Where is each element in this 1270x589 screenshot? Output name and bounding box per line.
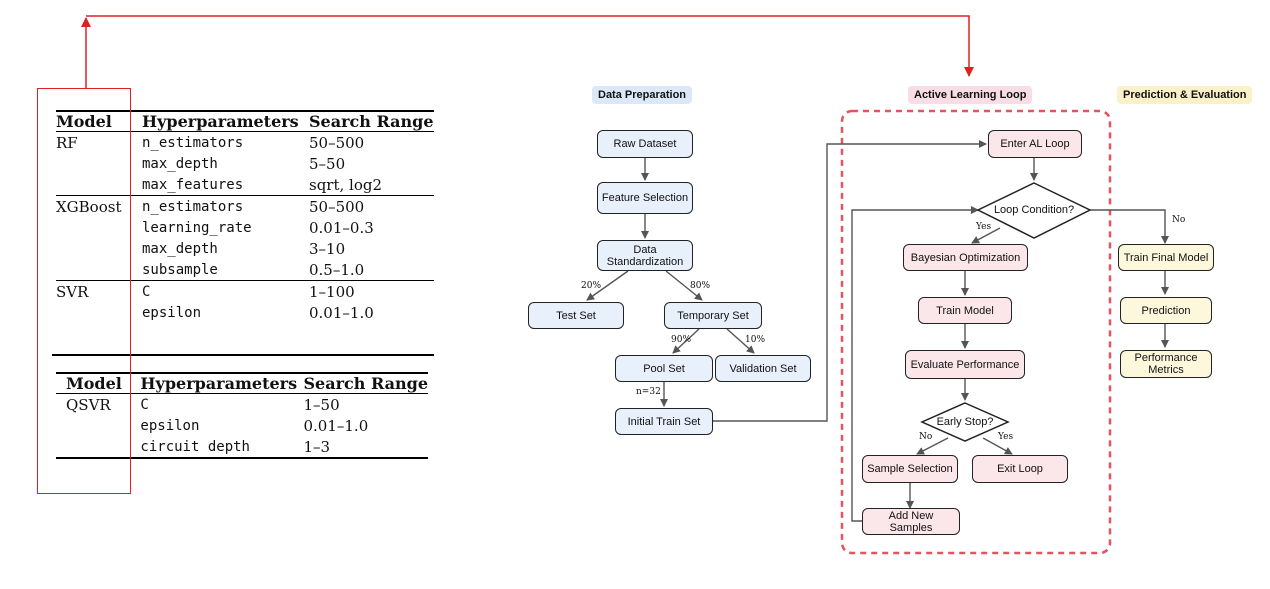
col-header-model: Model <box>56 112 112 131</box>
node-pool-set: Pool Set <box>615 355 713 382</box>
node-initial-train-set: Initial Train Set <box>615 408 713 435</box>
param-range: sqrt, log2 <box>309 175 383 194</box>
edge-label-stop-no: No <box>919 432 933 442</box>
table-row: max_features sqrt, log2 <box>56 174 434 196</box>
table-row: SVR C 1–100 <box>56 281 434 302</box>
edge-label-stop-yes: Yes <box>998 432 1014 442</box>
node-performance-metrics: Performance Metrics <box>1120 350 1212 378</box>
param-range: 3–10 <box>309 239 346 258</box>
param-name: max_depth <box>142 155 218 172</box>
param-name: n_estimators <box>142 134 244 151</box>
node-test-set: Test Set <box>528 302 624 329</box>
param-name: max_depth <box>142 240 218 257</box>
node-data-standardization: Data Standardization <box>597 240 693 271</box>
model-name: SVR <box>56 282 89 301</box>
col-header-hyperparameters: Hyperparameters <box>142 112 299 131</box>
node-feature-selection: Feature Selection <box>597 182 693 214</box>
table-row: epsilon 0.01–1.0 <box>56 415 428 436</box>
table-row: learning_rate 0.01–0.3 <box>56 217 434 238</box>
col-header-hyperparameters: Hyperparameters <box>140 374 298 393</box>
edge-earlystop-yes <box>982 437 1013 455</box>
param-range: 0.01–0.3 <box>309 218 374 237</box>
param-range: 50–500 <box>309 133 365 152</box>
table-row: circuit depth 1–3 <box>56 436 428 458</box>
param-range: 1–50 <box>303 395 340 414</box>
edge-add-back-to-condition <box>851 206 979 522</box>
edge-initial-to-enter-loop <box>713 140 987 422</box>
al-loop-region <box>840 109 1112 555</box>
param-name: n_estimators <box>142 198 244 215</box>
node-temporary-set: Temporary Set <box>664 302 762 329</box>
param-range: 0.5–1.0 <box>309 260 365 279</box>
model-name: XGBoost <box>56 197 122 216</box>
edge-temporary-to-pool <box>672 328 700 354</box>
param-name: circuit depth <box>140 438 250 455</box>
param-name: max_features <box>142 176 244 193</box>
param-name: subsample <box>142 261 218 278</box>
node-train-final-model: Train Final Model <box>1118 244 1214 271</box>
edge-earlystop-no <box>916 437 949 455</box>
node-bayesian-optimization: Bayesian Optimization <box>903 244 1028 271</box>
node-train-model: Train Model <box>918 297 1012 324</box>
edge-label-temp-pct: 80% <box>690 281 711 291</box>
param-range: 5–50 <box>309 154 346 173</box>
edge-temporary-to-validation <box>726 328 755 354</box>
node-loop-condition: Loop Condition? <box>993 204 1075 216</box>
section-header-data-preparation: Data Preparation <box>592 86 693 104</box>
param-range: 50–500 <box>309 197 365 216</box>
table-row: RF n_estimators 50–500 <box>56 132 434 153</box>
edge-label-loop-no: No <box>1172 215 1186 225</box>
section-header-active-learning-loop: Active Learning Loop <box>908 86 1033 104</box>
node-evaluate-performance: Evaluate Performance <box>905 350 1025 379</box>
param-name: C <box>142 283 151 300</box>
col-header-search-range: Search Range <box>303 374 428 393</box>
node-add-new-samples: Add New Samples <box>862 508 960 535</box>
param-name: C <box>140 396 149 413</box>
node-enter-al-loop: Enter AL Loop <box>988 130 1082 158</box>
loop-condition-diamond <box>976 182 1092 239</box>
edge-label-val-pct: 10% <box>745 335 766 345</box>
param-range: 1–100 <box>309 282 355 301</box>
node-exit-loop: Exit Loop <box>972 455 1068 483</box>
param-range: 0.01–1.0 <box>303 416 369 435</box>
col-header-search-range: Search Range <box>309 112 434 131</box>
param-name: epsilon <box>142 304 202 321</box>
node-raw-dataset: Raw Dataset <box>597 130 693 158</box>
edge-condition-no <box>1090 209 1169 244</box>
table-row: max_depth 5–50 <box>56 153 434 174</box>
table-row: max_depth 3–10 <box>56 238 434 259</box>
red-link-line <box>86 15 974 77</box>
edge-label-pool-pct: 90% <box>671 335 692 345</box>
param-name: learning_rate <box>142 219 252 236</box>
param-name: epsilon <box>140 417 200 434</box>
param-range: 1–3 <box>303 437 331 456</box>
table-row: subsample 0.5–1.0 <box>56 259 434 281</box>
node-validation-set: Validation Set <box>715 355 811 382</box>
edge-condition-yes <box>971 227 1001 244</box>
model-column-highlight <box>37 88 131 494</box>
edge-standardization-to-temporary <box>665 270 703 301</box>
param-range: 0.01–1.0 <box>309 303 374 322</box>
node-early-stop: Early Stop? <box>936 416 994 428</box>
early-stop-diamond <box>920 402 1010 442</box>
table-row: QSVR C 1–50 <box>56 394 428 415</box>
table-row: XGBoost n_estimators 50–500 <box>56 196 434 217</box>
section-header-prediction-evaluation: Prediction & Evaluation <box>1117 86 1253 104</box>
node-prediction: Prediction <box>1120 297 1212 324</box>
hyperparameter-table-quantum: Model Hyperparameters Search Range QSVR … <box>56 372 428 460</box>
hyperparameter-table-classical: Model Hyperparameters Search Range RF n_… <box>56 110 434 323</box>
node-sample-selection: Sample Selection <box>862 455 958 483</box>
model-name: RF <box>56 133 78 152</box>
edge-standardization-to-test <box>586 270 629 301</box>
edge-label-test-pct: 20% <box>581 281 602 291</box>
col-header-model: Model <box>66 374 122 393</box>
table-separator <box>52 354 434 356</box>
edge-label-n-init: n=32 <box>636 387 661 397</box>
table-row: epsilon 0.01–1.0 <box>56 302 434 323</box>
model-name: QSVR <box>66 395 111 414</box>
edge-label-loop-yes: Yes <box>976 222 992 232</box>
